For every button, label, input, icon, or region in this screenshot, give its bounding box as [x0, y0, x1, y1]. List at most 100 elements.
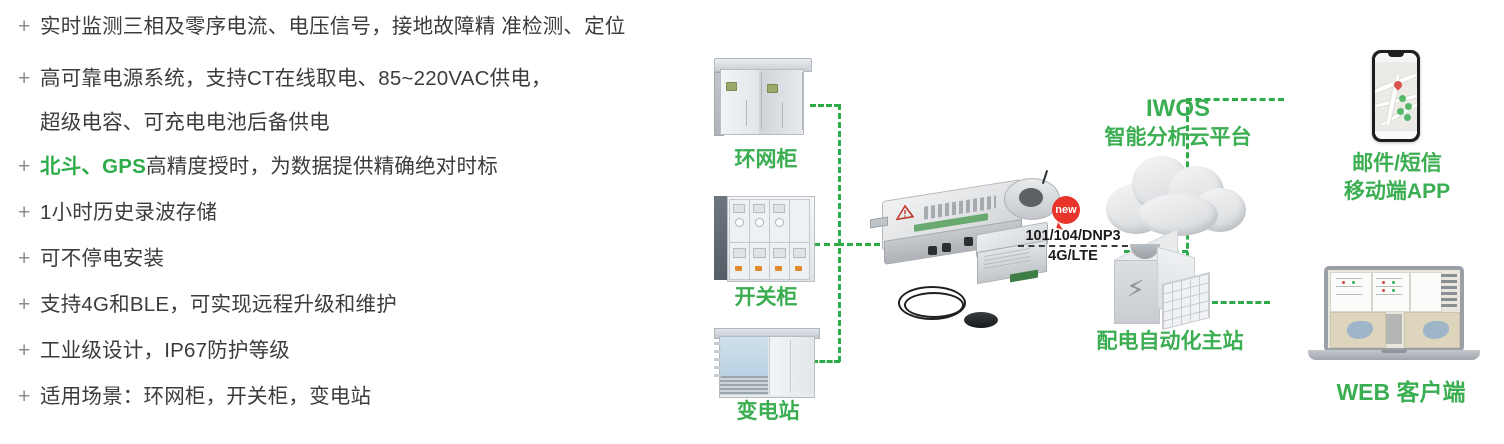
- map-cluster-marker: [1397, 108, 1404, 115]
- feature-text: 超级电容、可充电电池后备供电: [40, 111, 330, 134]
- new-badge-text: new: [1055, 204, 1077, 216]
- switchgear-indicator: [735, 266, 742, 271]
- feature-text: 1小时历史录波存储: [40, 201, 218, 224]
- gis-map-panel: [1404, 312, 1460, 348]
- scada-data-bar: [1441, 280, 1457, 283]
- feature-text: 可不停电安装: [40, 247, 165, 270]
- switchgear-meter: [753, 204, 765, 213]
- gis-map-panel: [1330, 312, 1386, 348]
- feature-text: 适用场景：环网柜，开关柜，变电站: [40, 385, 372, 408]
- cloud-lobe: [1138, 194, 1218, 236]
- protocol-label: 101/104/DNP3 4G/LTE: [1018, 228, 1128, 264]
- switchgear-side: [714, 196, 728, 280]
- bullet-plus-icon: +: [18, 67, 31, 90]
- switchgear-meter: [733, 248, 746, 258]
- sld-line: [1336, 294, 1362, 295]
- connector-left-trunk: [838, 104, 841, 362]
- connector-to-laptop: [1186, 301, 1270, 304]
- feature-item: + 可不停电安装: [18, 248, 164, 270]
- cloud-icon: [1102, 150, 1254, 236]
- scada-data-bar: [1441, 304, 1457, 307]
- scada-trend-strip: [1386, 314, 1402, 344]
- map-cluster-marker: [1399, 95, 1406, 102]
- switchgear-cell: [789, 199, 810, 243]
- gis-lake: [1423, 321, 1449, 339]
- rmu-panel-line: [746, 100, 747, 126]
- substation-rib: [714, 350, 721, 353]
- feature-item: + 支持4G和BLE，可实现远程升级和维护: [18, 294, 397, 316]
- new-badge: new: [1052, 196, 1080, 224]
- map-cluster-marker: [1404, 114, 1411, 121]
- switchgear-meter: [753, 248, 766, 258]
- gis-lake: [1347, 321, 1373, 339]
- laptop-trackpad-notch: [1381, 350, 1407, 353]
- substation-image: [714, 328, 820, 400]
- device-connector: [942, 243, 951, 252]
- connector-to-phone: [1186, 98, 1284, 101]
- label-substation: 变电站: [736, 400, 800, 423]
- rmu-seam: [802, 72, 803, 130]
- sld-status-node: [1382, 281, 1385, 284]
- label-switchgear: 开关柜: [734, 286, 798, 309]
- master-station-image: ⚡: [1108, 228, 1228, 334]
- gps-antenna-image: [896, 280, 1020, 340]
- substation-rib: [714, 358, 721, 361]
- protocol-line-2: 4G/LTE: [1048, 248, 1098, 265]
- device-connector: [964, 237, 973, 246]
- feature-item: + 高可靠电源系统，支持CT在线取电、85~220VAC供电，: [18, 68, 552, 90]
- label-mobile-line2: 移动端APP: [1343, 180, 1451, 203]
- feature-text-rest: 高精度授时，为数据提供精确绝对时标: [146, 155, 498, 178]
- sld-status-node: [1382, 289, 1385, 292]
- feature-text: 高可靠电源系统，支持CT在线取电、85~220VAC供电，: [40, 67, 552, 90]
- label-master-station: 配电自动化主站: [1096, 330, 1244, 353]
- switchgear-indicator: [775, 266, 782, 271]
- substation-rib: [714, 342, 721, 345]
- antenna-puck: [964, 312, 998, 328]
- scada-data-bar: [1441, 292, 1457, 295]
- substation-grate: [720, 376, 768, 395]
- switchgear-meter: [773, 248, 786, 258]
- bullet-plus-icon: +: [18, 247, 31, 270]
- antenna-cable: [898, 286, 966, 320]
- feature-item: + 工业级设计，IP67防护等级: [18, 340, 290, 362]
- bullet-plus-icon: +: [18, 293, 31, 316]
- label-mobile-line1: 邮件/短信: [1352, 152, 1442, 175]
- substation-door-seam: [790, 340, 791, 392]
- phone-status-bar: [1375, 53, 1417, 62]
- sld-status-node: [1342, 281, 1345, 284]
- ring-main-unit-image: [713, 58, 814, 138]
- switchgear-meter: [733, 204, 745, 213]
- sld-status-node: [1392, 281, 1395, 284]
- sld-line: [1336, 278, 1362, 279]
- sld-status-node: [1392, 289, 1395, 292]
- architecture-diagram: 环网柜 开关柜: [700, 0, 1504, 444]
- substation-rib: [714, 374, 721, 377]
- substation-rib: [714, 366, 721, 369]
- switchgear-indicator: [795, 266, 802, 271]
- laptop-image: [1308, 266, 1488, 376]
- switchgear-indicator: [755, 266, 762, 271]
- label-cloud-platform-title: IWOS: [1146, 95, 1210, 122]
- feature-item: + 1小时历史录波存储: [18, 202, 217, 224]
- feature-text: 北斗、GPS高精度授时，为数据提供精确绝对时标: [40, 155, 498, 178]
- sld-line: [1376, 294, 1402, 295]
- label-web-client: WEB 客户端: [1336, 379, 1466, 405]
- device-connector: [928, 246, 937, 255]
- phone-screen: [1375, 53, 1417, 139]
- feature-list: + 实时监测三相及零序电流、电压信号，接地故障精 准检测、定位 + 高可靠电源系…: [0, 0, 720, 444]
- switchgear-knob: [735, 218, 744, 227]
- protocol-line-1: 101/104/DNP3: [1018, 228, 1128, 248]
- switchgear-knob: [775, 218, 784, 227]
- phone-notch: [1388, 53, 1404, 57]
- bullet-plus-icon: +: [18, 385, 31, 408]
- bullet-plus-icon: +: [18, 339, 31, 362]
- connector-to-device: [838, 243, 880, 246]
- bullet-plus-icon: +: [18, 15, 31, 38]
- scada-data-bar: [1441, 286, 1457, 289]
- feature-text: 实时监测三相及零序电流、电压信号，接地故障精 准检测、定位: [40, 15, 626, 38]
- mobile-phone-image: [1372, 50, 1420, 142]
- master-station-left-face: [1114, 260, 1160, 324]
- switchgear-meter: [773, 204, 785, 213]
- feature-item-continuation: + 超级电容、可充电电池后备供电: [18, 112, 330, 134]
